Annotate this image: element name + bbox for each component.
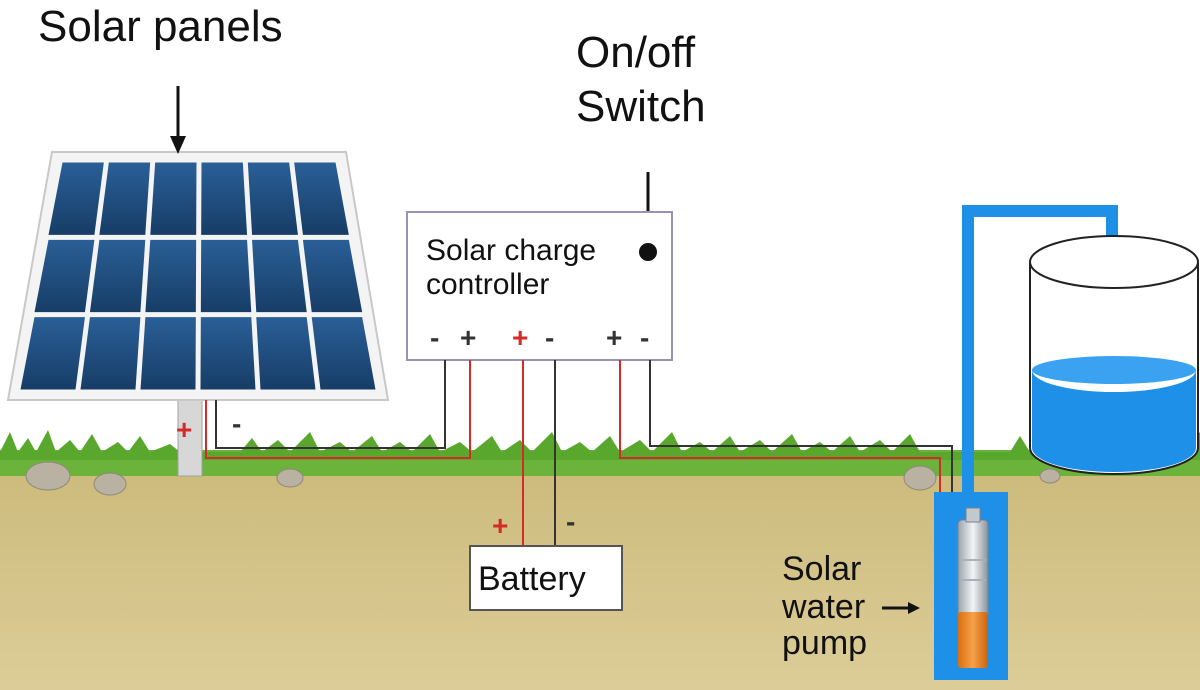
- solar-cell: [247, 162, 298, 235]
- solar-cell: [311, 317, 376, 390]
- terminal-battery-neg: -: [545, 322, 555, 353]
- battery-box: [469, 545, 623, 611]
- battery-positive-sign: +: [492, 510, 509, 541]
- solar-cell: [140, 317, 196, 390]
- panel-post: [177, 391, 203, 477]
- panel-positive-sign: +: [176, 414, 193, 445]
- battery-negative-sign: -: [566, 506, 576, 537]
- terminal-panel-neg: -: [430, 322, 440, 353]
- terminal-battery-pos: +: [512, 322, 529, 353]
- stones: [25, 461, 1061, 496]
- controller-label-line1: Solar charge: [426, 234, 597, 267]
- pump: [957, 507, 989, 668]
- solar-cell: [89, 239, 146, 313]
- solar-cell: [150, 162, 197, 235]
- terminal-panel-pos: +: [460, 322, 477, 353]
- solar-cell: [80, 317, 141, 390]
- battery-label: Battery: [478, 560, 586, 598]
- solar-cell: [256, 317, 316, 390]
- terminal-load-neg: -: [640, 322, 650, 353]
- pump-label-line2: water: [782, 588, 866, 626]
- solar-cell: [34, 239, 95, 313]
- solar-cell: [200, 239, 252, 313]
- solar-cell: [48, 162, 104, 235]
- solar-cell: [302, 239, 363, 313]
- controller-label-line2: controller: [426, 268, 550, 301]
- switch-label-line2: Switch: [576, 82, 706, 131]
- solar-panels-label: Solar panels: [38, 2, 283, 51]
- water-tank: [1029, 235, 1199, 475]
- solar-cell: [99, 162, 151, 235]
- solar-cell: [145, 239, 197, 313]
- arrows: [170, 86, 920, 614]
- charge-controller-box: [406, 211, 673, 361]
- on-off-switch-button: [639, 243, 657, 261]
- pump-label-line3: pump: [782, 624, 868, 662]
- solar-cell: [201, 162, 248, 235]
- solar-cell: [252, 239, 307, 313]
- solar-cell: [294, 162, 349, 235]
- switch-label-line1: On/off: [576, 28, 696, 77]
- solar-panel: [6, 151, 390, 401]
- terminal-load-pos: +: [606, 322, 623, 353]
- pump-label-line1: Solar: [782, 550, 862, 588]
- solar-cell: [20, 317, 85, 390]
- panel-negative-sign: -: [232, 408, 242, 439]
- solar-cell: [200, 317, 256, 390]
- water-pipe: [962, 205, 1118, 523]
